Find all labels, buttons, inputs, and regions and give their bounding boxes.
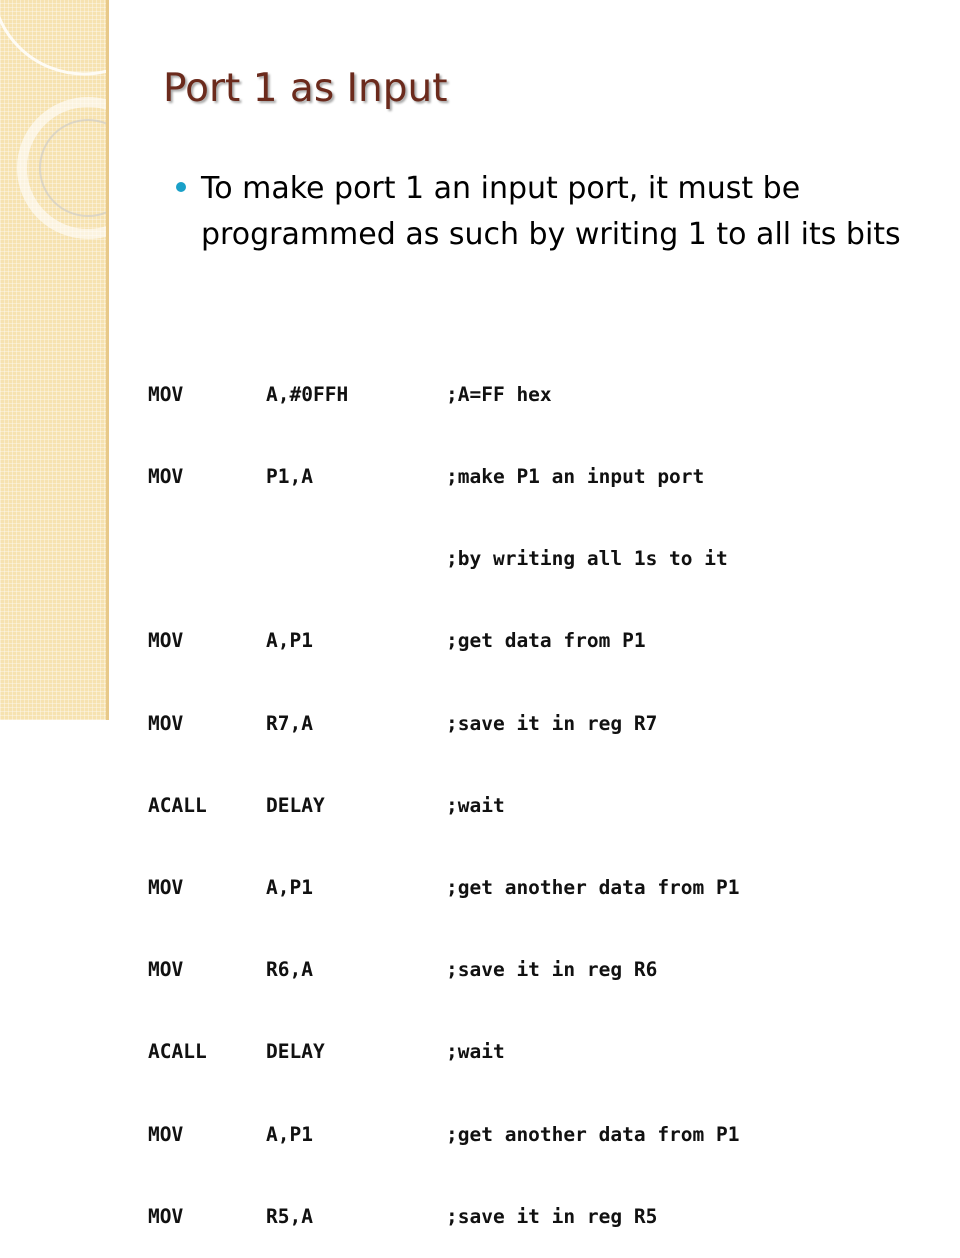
code-operand: P1,A [266,465,313,489]
code-comment: ;by writing all 1s to it [446,547,728,571]
code-operand: R6,A [266,958,313,982]
code-comment: ;save it in reg R7 [446,711,658,735]
code-operand [266,545,446,572]
code-line: MOV A,P1 ;get another data from P1 [148,1121,740,1148]
bullet-item: To make port 1 an input port, it must be… [170,166,940,258]
slide-title: Port 1 as Input [163,66,448,111]
code-operand: A,P1 [266,629,313,653]
code-comment: ;wait [446,793,505,817]
code-line: ;by writing all 1s to it [148,545,740,572]
code-opcode: MOV [148,711,184,735]
code-operand: A,P1 [266,1122,313,1146]
code-opcode: ACALL [148,1040,207,1064]
decor-ring-outer [17,97,106,239]
code-line: MOV R7,A ;save it in reg R7 [148,710,740,737]
code-operand: A,P1 [266,876,313,900]
side-band-edge [106,0,109,720]
code-operand: DELAY [266,793,325,817]
code-opcode: MOV [148,465,184,489]
code-comment: ;get another data from P1 [446,876,740,900]
code-comment: ;get another data from P1 [446,1122,740,1146]
code-opcode: ACALL [148,793,207,817]
code-line: MOV P1,A ;make P1 an input port [148,463,740,490]
code-line: MOV R6,A ;save it in reg R6 [148,956,740,983]
bullet-dot-icon [176,182,186,192]
code-operand: A,#0FFH [266,382,349,406]
code-opcode: MOV [148,382,184,406]
code-opcode: MOV [148,629,184,653]
code-opcode: MOV [148,1122,184,1146]
decor-arc-top [0,15,106,76]
code-opcode [148,545,266,572]
code-opcode: MOV [148,958,184,982]
bullet-text: To make port 1 an input port, it must be… [201,171,901,252]
code-comment: ;wait [446,1040,505,1064]
code-line: ACALL DELAY ;wait [148,792,740,819]
code-line: MOV A,#0FFH ;A=FF hex [148,381,740,408]
code-line: MOV A,P1 ;get another data from P1 [148,874,740,901]
decor-ring-inner [39,119,106,217]
code-line: MOV A,P1 ;get data from P1 [148,627,740,654]
assembly-code-block: MOV A,#0FFH ;A=FF hex MOV P1,A ;make P1 an i… [148,326,740,1258]
code-line: MOV R5,A ;save it in reg R5 [148,1203,740,1230]
code-operand: R5,A [266,1204,313,1228]
code-comment: ;A=FF hex [446,382,552,406]
decorative-side-band [0,0,106,720]
decorative-circles [0,15,106,239]
code-line: ACALL DELAY ;wait [148,1038,740,1065]
code-comment: ;get data from P1 [446,629,646,653]
code-comment: ;save it in reg R6 [446,958,658,982]
code-opcode: MOV [148,1204,184,1228]
code-operand: R7,A [266,711,313,735]
code-comment: ;save it in reg R5 [446,1204,658,1228]
code-opcode: MOV [148,876,184,900]
code-comment: ;make P1 an input port [446,465,705,489]
code-operand: DELAY [266,1040,325,1064]
